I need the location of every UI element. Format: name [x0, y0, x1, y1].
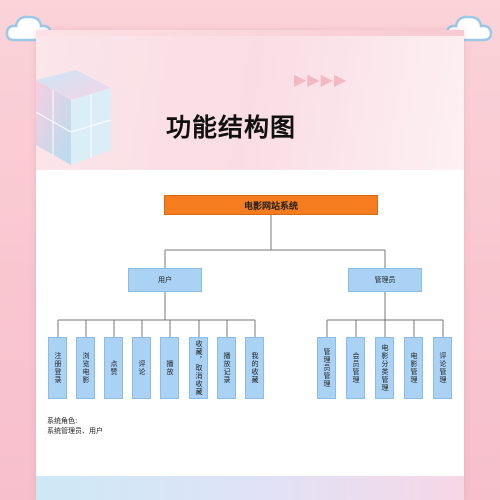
leaf-node-play-history: 播放记录 — [217, 337, 236, 399]
leaf-node-admin-management: 管理员管理 — [317, 337, 336, 399]
arrows-decoration: ▶▶▶▶ — [294, 70, 348, 89]
branch-node-user: 用户 — [128, 268, 202, 292]
page-title: 功能结构图 — [166, 113, 297, 142]
leaf-node-favorite: 收藏，取消收藏 — [189, 337, 208, 399]
content-card: ▶▶▶▶ 功能结构图 — [36, 30, 464, 500]
leaf-node-play: 播放 — [160, 337, 179, 399]
branch-node-admin: 管理员 — [348, 268, 422, 292]
leaf-node-category-management: 电影分类管理 — [375, 337, 394, 399]
roles-text: 系统管理员、用户 — [47, 427, 103, 435]
cube-decoration — [36, 70, 112, 165]
leaf-node-comment-management: 评论管理 — [433, 337, 452, 399]
leaf-node-member-management: 会员管理 — [346, 337, 365, 399]
roles-heading: 系统角色: — [47, 417, 78, 425]
leaf-node-movie-management: 电影管理 — [404, 337, 423, 399]
leaf-node-browse-movies: 浏览电影 — [76, 337, 95, 399]
card-top-border — [36, 30, 464, 36]
leaf-node-comment: 评论 — [132, 337, 151, 399]
leaf-node-like: 点赞 — [104, 337, 123, 399]
system-roles-note: 系统角色: 系统管理员、用户 — [47, 416, 103, 436]
leaf-node-my-favorites: 我的收藏 — [245, 337, 264, 399]
footer-strip — [36, 476, 464, 500]
leaf-node-register-login: 注册登录 — [48, 337, 67, 399]
root-node: 电影网站系统 — [164, 195, 378, 215]
header-banner: ▶▶▶▶ 功能结构图 — [36, 30, 464, 170]
